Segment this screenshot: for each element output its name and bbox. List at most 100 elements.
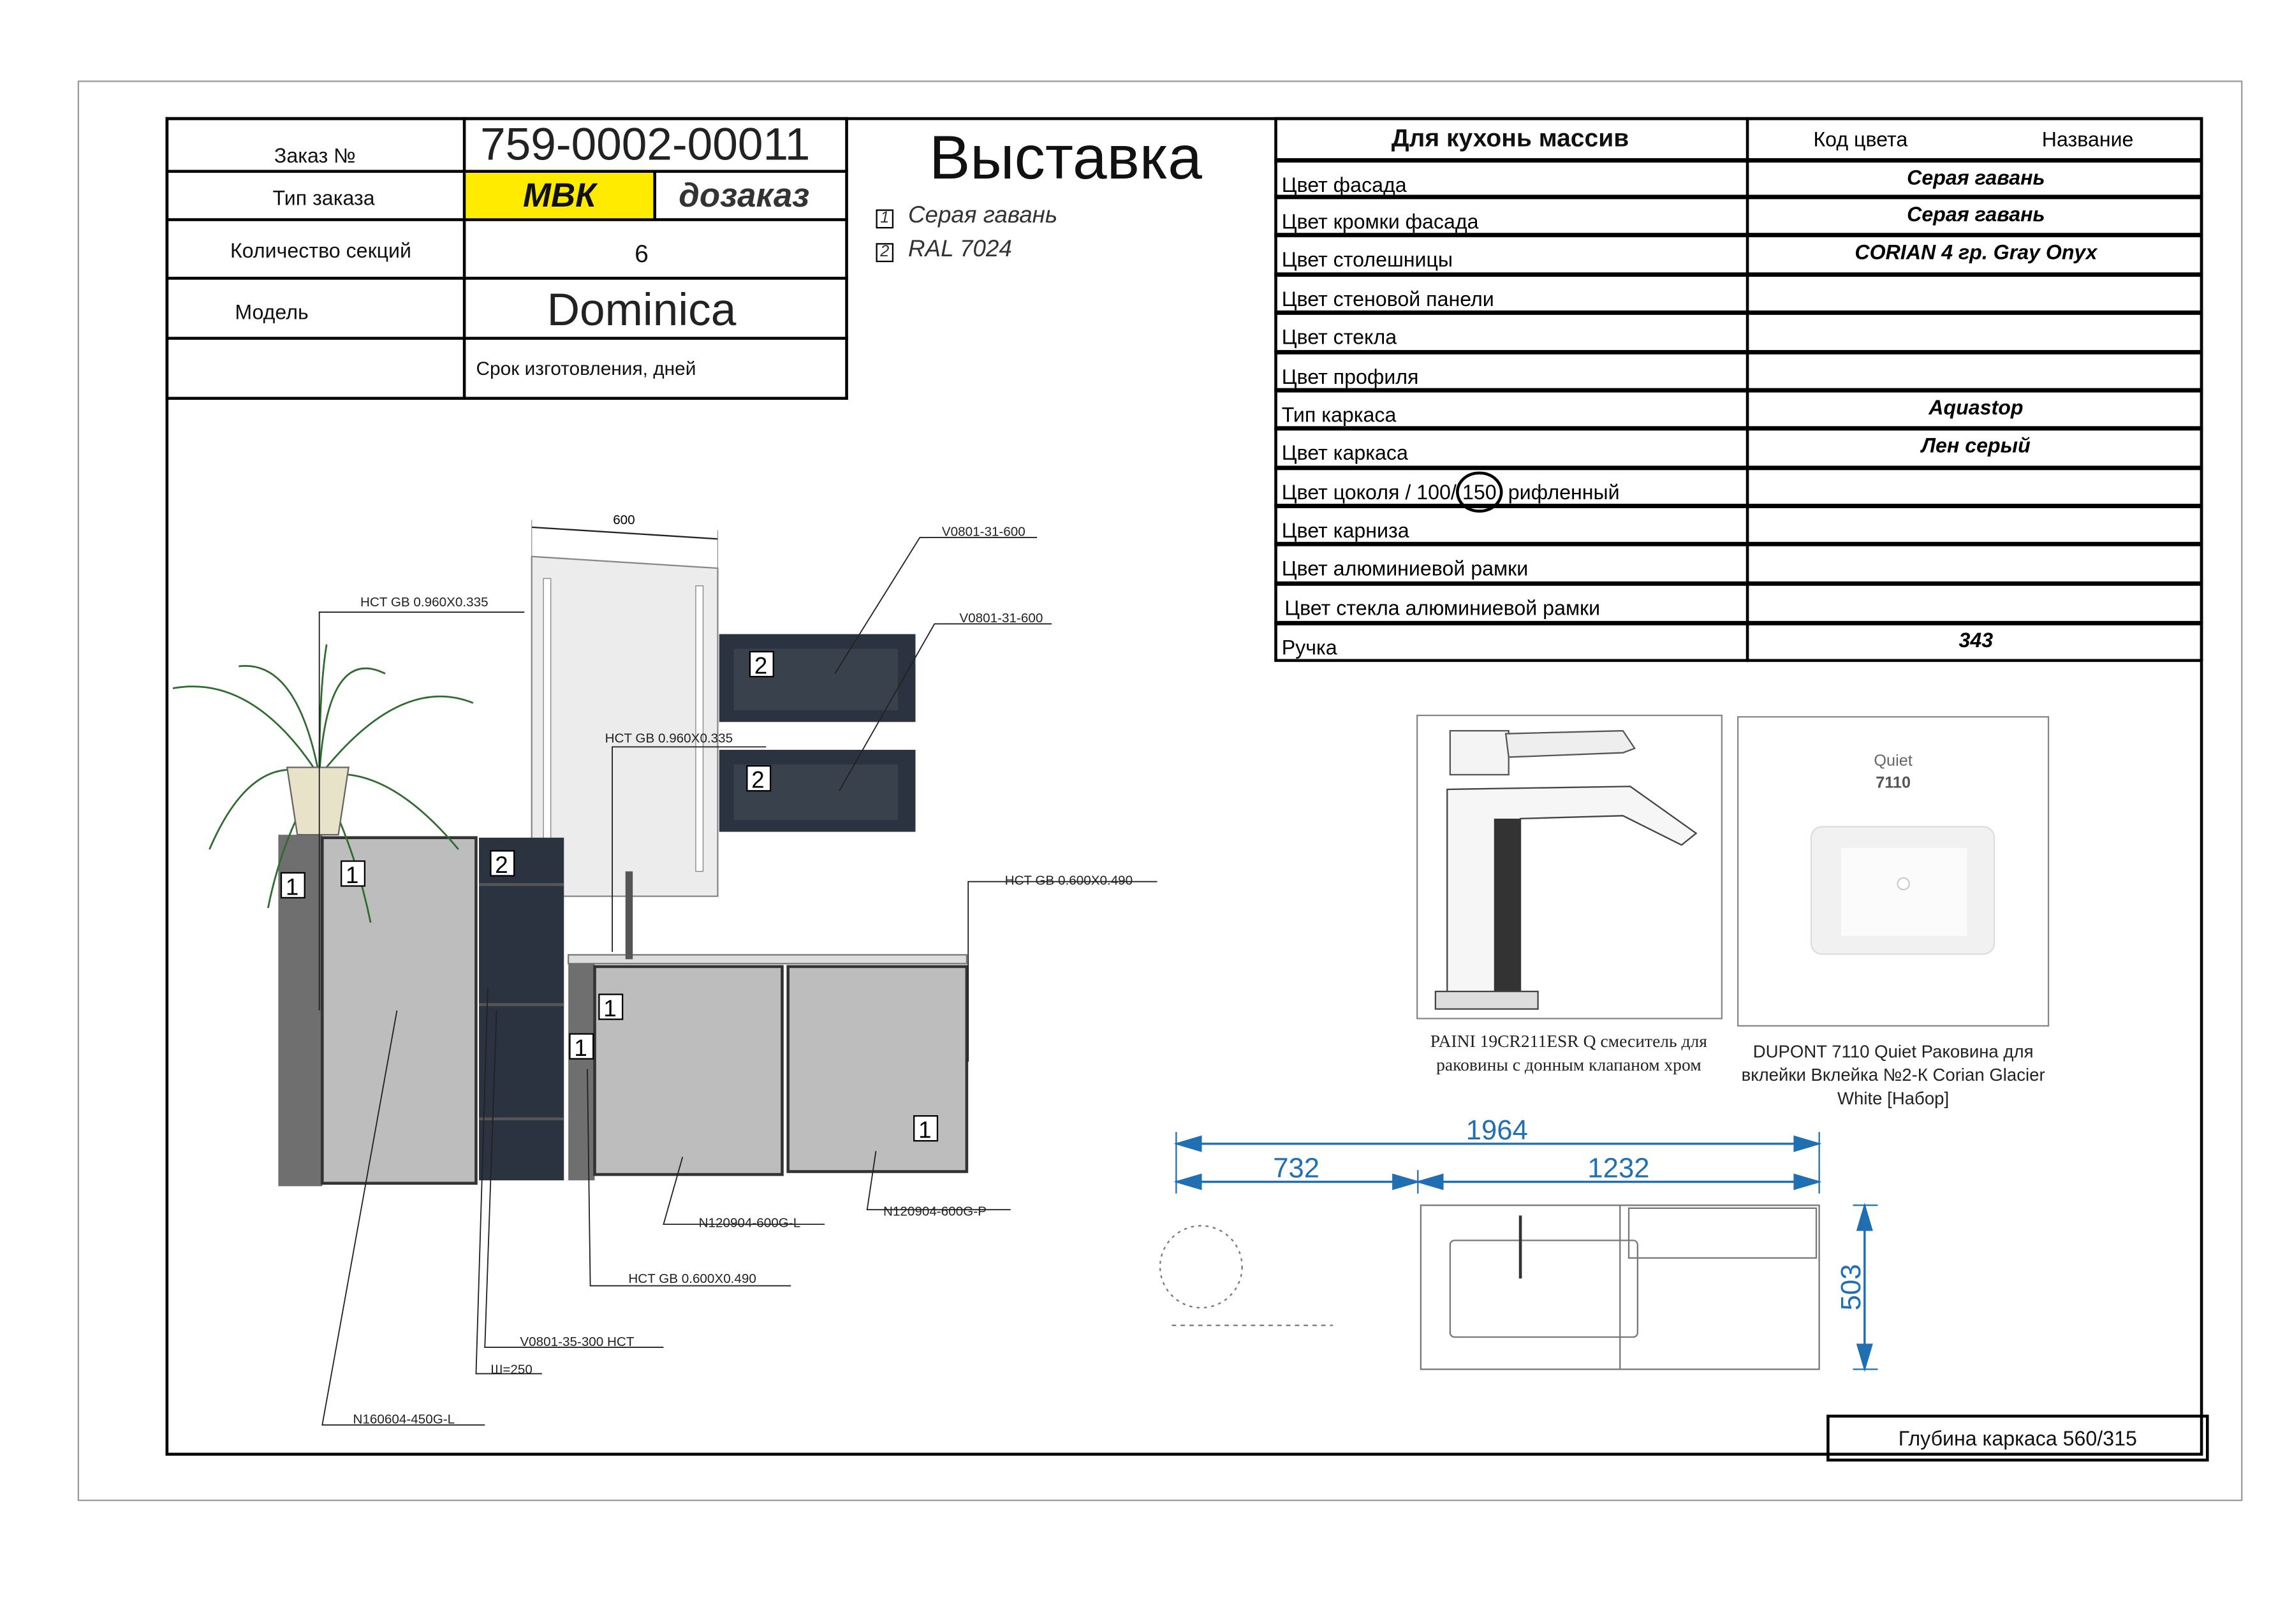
faucet-icon [1434,729,1698,1010]
plan-dimensions: 1964 732 1232 503 [1159,1115,1878,1372]
faucet [625,871,633,960]
row-divider [1274,194,2203,199]
legend-item-1: 1 Серая гавань [876,203,1057,230]
label-text: Цвет стекла алюминиевой рамки [1284,596,1601,620]
marker: 1 [574,1035,587,1061]
spec-heading: Для кухонь массив [1391,124,1629,152]
order-type: МВК [523,175,596,214]
row-divider [1274,310,2203,314]
callout: HCT GB 0.600X0.490 [1005,873,1133,888]
label-text: Тип каркаса [1281,402,1397,427]
spec-row-label: Цвет цоколя / 100/150 рифленный [1281,471,1620,513]
legend-text: Серая гавань [908,203,1058,229]
row-divider [1274,349,2203,354]
spec-row-label: Цвет стекла алюминиевой рамки [1284,596,1600,620]
dim-height: 503 [1836,1264,1867,1310]
callout: HCT GB 0.960X0.335 [605,731,733,745]
label-text: Цвет алюминиевой рамки [1281,556,1529,580]
model-name: Dominica [547,284,737,335]
dim-right: 1232 [1587,1153,1649,1184]
label-text: Цвет стеновой панели [1281,287,1494,311]
order-subtype: дозаказ [679,175,810,214]
spec-row-label: Цвет каркаса [1282,441,1408,464]
sheet-frame [165,117,2203,1456]
label-text: Цвет профиля [1281,364,1419,388]
marker: 1 [346,862,358,888]
callout: HCT GB 0.960X0.335 [360,595,489,610]
callout: HCT GB 0.600X0.490 [628,1271,756,1286]
base-cabinet [568,963,595,1181]
sink-model: 7110 [1876,775,1911,793]
open-shelf-unit [479,837,564,1181]
col-name-header: Название [2041,127,2134,151]
label-text: Цвет стекла [1281,325,1397,349]
lead-time-label: Срок изготовления, дней [476,356,696,379]
label-text: Цвет фасада [1281,173,1407,196]
mirror [531,555,719,897]
spec-row-label: Цвет стекла [1282,325,1397,349]
sink-icon [1810,826,1995,955]
sheet-title: Выставка [929,122,1202,192]
faucet-caption: PAINI 19CR211ESR Q смеситель для раковин… [1430,1030,1707,1075]
mirror-width-dimension [531,526,718,540]
order-type-label: Тип заказа [272,185,375,209]
label-suffix: рифленный [1502,480,1620,504]
callout: V0801-31-600 [959,611,1043,625]
callout: V0801-31-600 [942,525,1025,539]
col-code-header: Код цвета [1813,127,1908,151]
spec-row-value: 343 [1958,628,1994,652]
order-number-label: Заказ № [274,142,356,166]
callout: N120904-600G-L [699,1216,801,1231]
marker: 2 [495,852,508,878]
legend-marker: 2 [876,243,894,263]
spec-row-label: Цвет карниза [1282,518,1409,542]
depth-note: Глубина каркаса 560/315 [1826,1414,2209,1462]
spec-row-value: Aquastop [1929,395,2024,419]
mirror-width: 600 [613,513,635,527]
callout-labels: HCT GB 0.960X0.335 V0801-31-600 V0801-31… [353,525,1133,1427]
row-divider [1274,541,2203,546]
row-divider [1274,233,2203,237]
callout: V0801-35-300 HCT [520,1335,635,1349]
spec-row-label: Цвет фасада [1282,173,1407,196]
spec-row-label: Цвет алюминиевой рамки [1282,557,1528,580]
spec-row-value: Серая гавань [1907,201,2045,226]
sections-count: 6 [635,240,649,268]
row-divider [1274,465,2203,470]
furniture-drawing: 600 HCT GB 0.960X0.335 V0801-31-600 V080… [172,513,1157,1427]
label-text: Цвет карниза [1281,518,1409,542]
label-text: Цвет столешницы [1281,247,1453,271]
spec-row-label: Тип каркаса [1282,403,1397,427]
spec-row-label: Цвет профиля [1282,365,1419,388]
callout: N120904-600G-P [883,1204,987,1218]
spec-row-value: Серая гавань [1907,165,2045,189]
legend-marker: 1 [876,209,894,229]
label-text: Цвет кромки фасада [1281,209,1479,233]
dim-left: 732 [1273,1153,1319,1184]
model-label: Модель [235,300,309,324]
spec-row-value: Лен серый [1921,433,2031,457]
callout: Ш=250 [490,1362,532,1377]
row-divider [1274,272,2203,276]
spec-row-label: Цвет кромки фасада [1282,209,1479,233]
label-text: Цвет цоколя / 100/ [1281,480,1457,504]
faucet-image [1416,714,1723,1020]
marker: 2 [754,653,767,679]
dim-total: 1964 [1466,1115,1528,1146]
marker: 2 [751,767,764,793]
facade-markers: 1 1 2 2 2 1 1 1 [280,650,939,1143]
spec-row-label: Ручка [1282,636,1337,659]
flower-pot [286,766,349,836]
spec-row-label: Цвет столешницы [1282,247,1453,271]
order-type-highlight [466,173,654,219]
row-divider [1274,158,2203,162]
sink-image: Quiet 7110 [1737,716,2050,1027]
row-divider [1274,388,2203,392]
row-divider [1274,504,2203,508]
page-border [77,80,2243,1502]
circled-option: 150 [1456,471,1503,513]
marker: 1 [603,995,616,1021]
spec-row-label: Цвет стеновой панели [1282,287,1494,311]
